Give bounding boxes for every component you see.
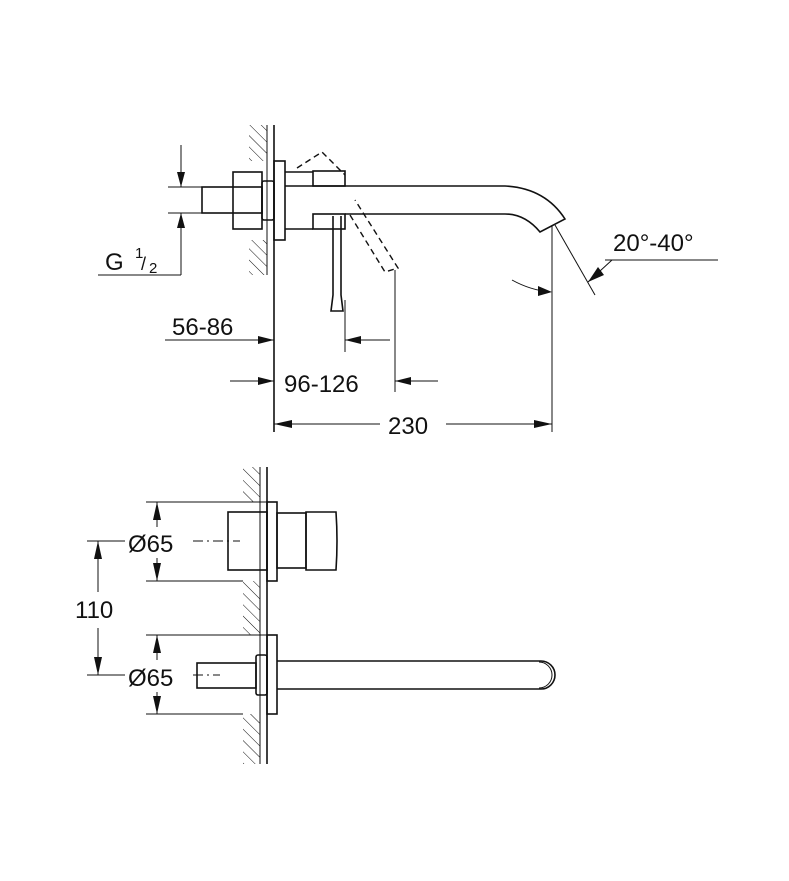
rosette-lower <box>266 634 278 715</box>
diameter-label-upper: Ø65 <box>128 531 173 558</box>
wall-depth-label-2: 96-126 <box>284 371 359 398</box>
valve-body <box>232 171 263 230</box>
lever <box>330 216 344 312</box>
wall-depth-label-1: 56-86 <box>172 314 233 341</box>
svg-text:2: 2 <box>149 260 157 277</box>
center-distance-label: 110 <box>75 597 113 624</box>
diameter-label-lower: Ø65 <box>128 665 173 692</box>
wall-hatch <box>249 240 267 275</box>
spout <box>277 660 556 690</box>
handle-knob <box>305 511 338 571</box>
projection-label: 230 <box>388 413 428 440</box>
thread-label: G <box>105 249 124 276</box>
top-view: Ø65 Ø65 110 <box>75 467 556 764</box>
angle-label: 20°-40° <box>613 230 694 257</box>
svg-text:/: / <box>141 254 146 274</box>
wall-hatch <box>249 125 267 161</box>
spout <box>285 185 567 234</box>
svg-text:1: 1 <box>135 245 143 262</box>
wall-hatch <box>243 467 260 502</box>
rosette <box>273 160 286 241</box>
rosette-upper <box>266 501 278 582</box>
lever-rotated <box>349 199 400 273</box>
inlet-pipe <box>196 662 257 689</box>
inlet-pipe <box>201 186 263 214</box>
side-view: G 1 / 2 20°-40° 56-86 96-126 230 <box>98 125 718 440</box>
handle-base <box>312 170 346 187</box>
